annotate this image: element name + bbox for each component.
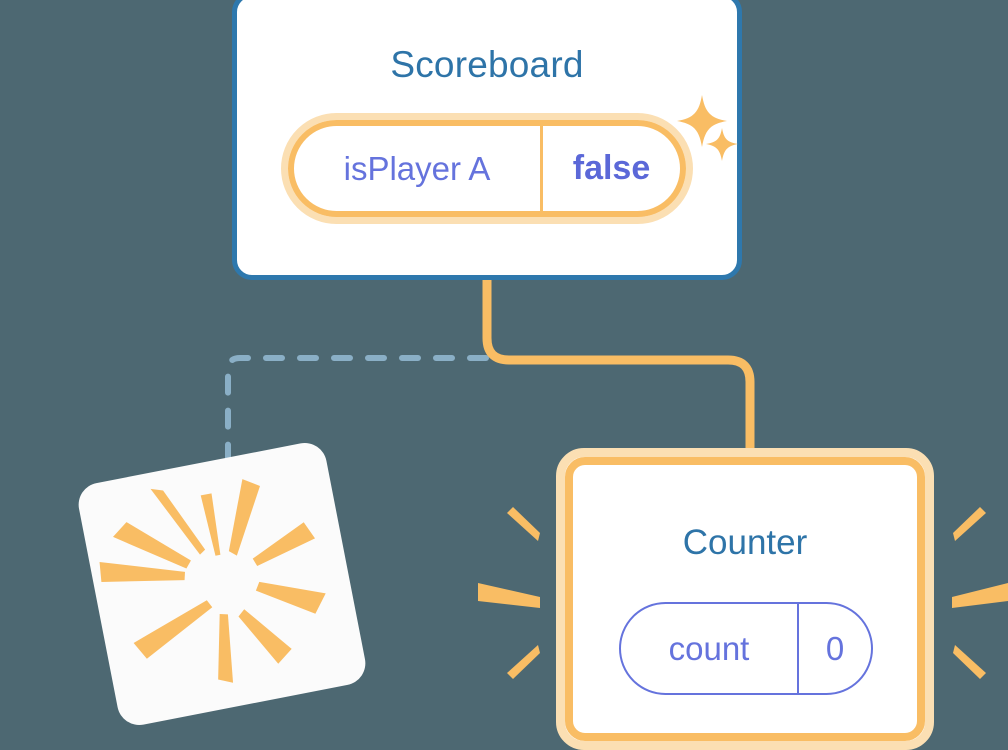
scoreboard-to-counter-connector — [482, 280, 755, 462]
sparkle-small-icon — [706, 128, 738, 161]
counter-card[interactable]: Counter count 0 — [556, 448, 934, 750]
scoreboard-title: Scoreboard — [390, 44, 584, 85]
counter-card-inner-border: Counter count 0 — [565, 457, 925, 741]
scoreboard-pill-divider — [540, 126, 543, 211]
scoreboard-pill-outer-ring — [281, 113, 693, 224]
counter-burst-ray-left-middle — [478, 583, 540, 608]
counter-title: Counter — [682, 523, 808, 562]
scoreboard-state-value: false — [572, 149, 651, 187]
scoreboard-to-ghost-connector — [225, 355, 489, 468]
counter-burst-ray-right-middle — [952, 583, 1008, 608]
counter-state-key: count — [668, 629, 750, 667]
counter-burst-ray-left-bottom — [507, 645, 540, 679]
counter-state-value: 0 — [825, 629, 845, 667]
sparkle-large-icon — [677, 95, 727, 147]
scoreboard-card[interactable]: Scoreboard isPlayer A false — [232, 0, 742, 280]
counter-burst-ray-right-top — [953, 507, 986, 541]
counter-state-pill[interactable]: count 0 — [619, 602, 873, 695]
counter-burst-ray-right-bottom — [953, 645, 986, 679]
counter-burst-ray-left-top — [507, 507, 540, 541]
scoreboard-state-key: isPlayer A — [343, 149, 491, 187]
counter-pill-divider — [797, 604, 799, 693]
scoreboard-state-pill[interactable]: isPlayer A false — [288, 120, 686, 217]
